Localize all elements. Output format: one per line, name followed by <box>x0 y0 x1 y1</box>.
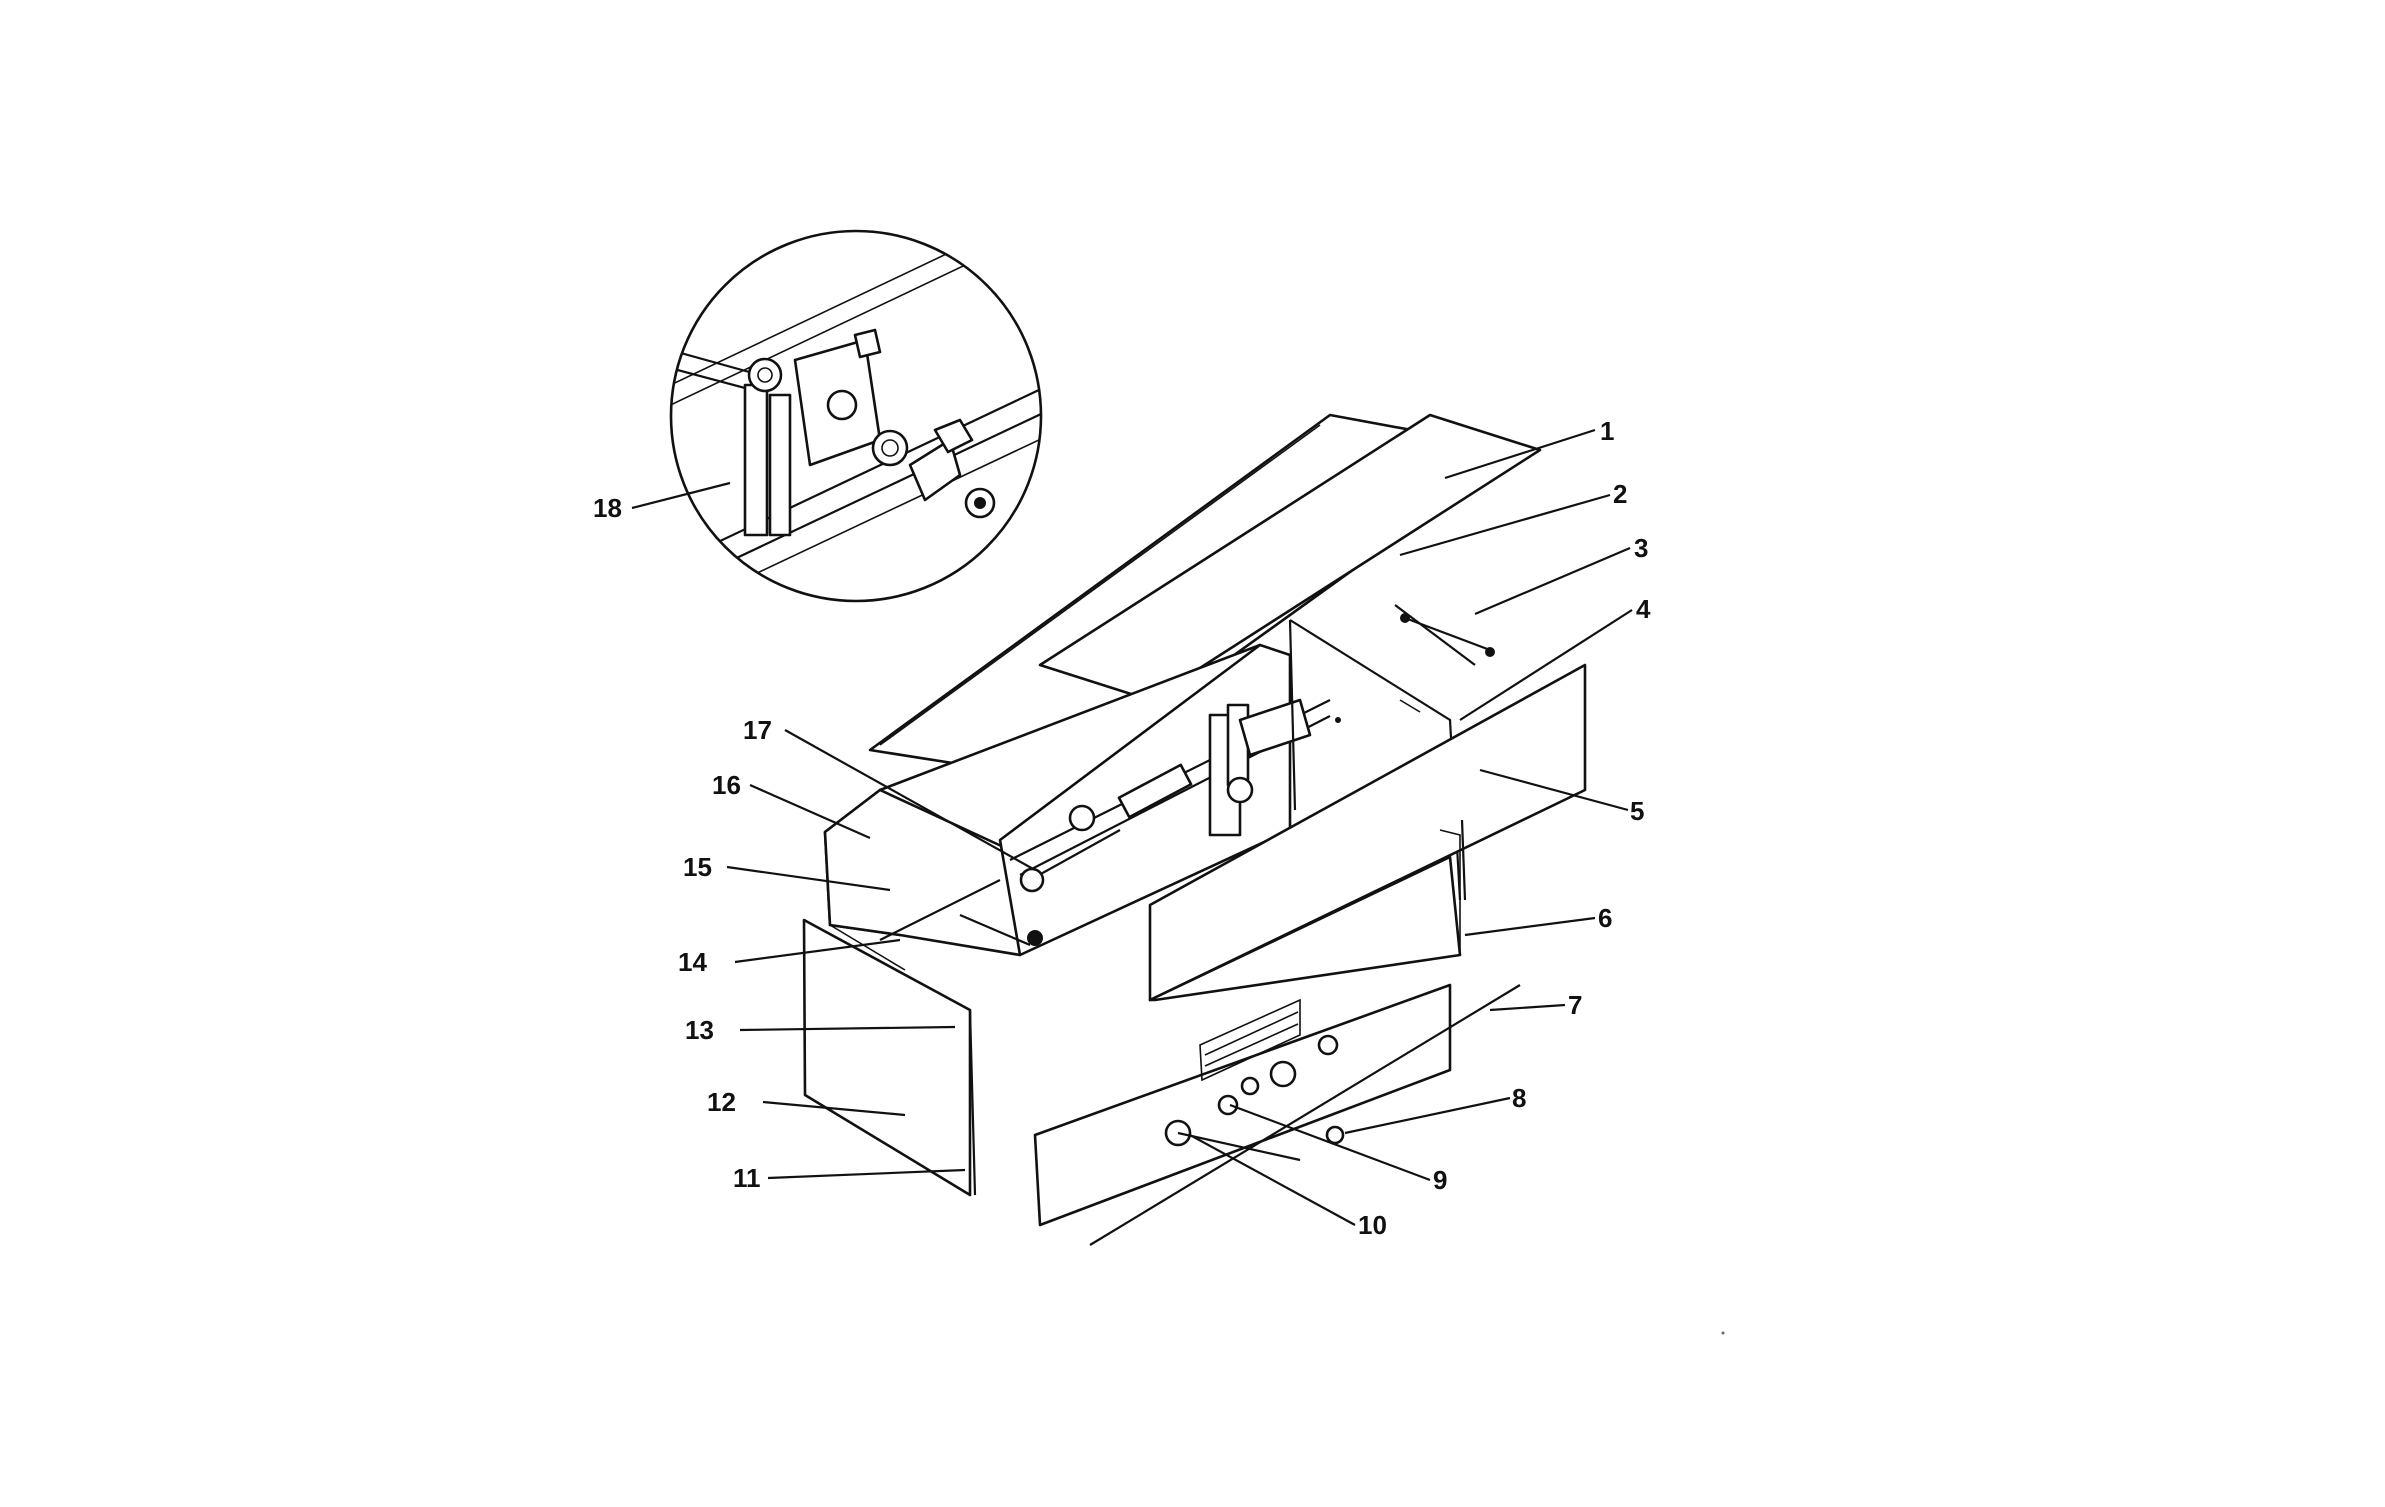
callout-8: 8 <box>1512 1083 1526 1113</box>
callout-13: 13 <box>685 1015 714 1045</box>
left-end-panel <box>802 879 1001 1197</box>
callout-11: 11 <box>733 1163 761 1193</box>
callout-17: 17 <box>743 715 772 745</box>
callout-9: 9 <box>1433 1165 1447 1195</box>
callout-4: 4 <box>1636 594 1651 624</box>
callout-6: 6 <box>1598 903 1612 933</box>
callout-16: 16 <box>712 770 741 800</box>
callout-7: 7 <box>1568 990 1582 1020</box>
callout-5: 5 <box>1630 796 1644 826</box>
callout-14: 14 <box>678 947 707 977</box>
detail-inset <box>669 229 1043 603</box>
top-cover-panels <box>868 413 1542 782</box>
callout-2: 2 <box>1613 479 1627 509</box>
callout-12: 12 <box>707 1087 736 1117</box>
callout-3: 3 <box>1634 533 1648 563</box>
callout-labels: 1 2 3 4 5 6 7 8 9 10 11 12 13 14 15 16 1… <box>593 416 1651 1240</box>
control-panel <box>1033 983 1521 1246</box>
callout-18: 18 <box>593 493 622 523</box>
leader-lines <box>631 428 1633 1226</box>
stray-dot <box>1721 1331 1725 1335</box>
callout-1: 1 <box>1600 416 1614 446</box>
control-grille <box>1199 998 1301 1082</box>
side-panels <box>1148 663 1587 1002</box>
internal-assembly <box>959 698 1331 947</box>
callout-10: 10 <box>1358 1210 1387 1240</box>
callout-15: 15 <box>683 852 712 882</box>
